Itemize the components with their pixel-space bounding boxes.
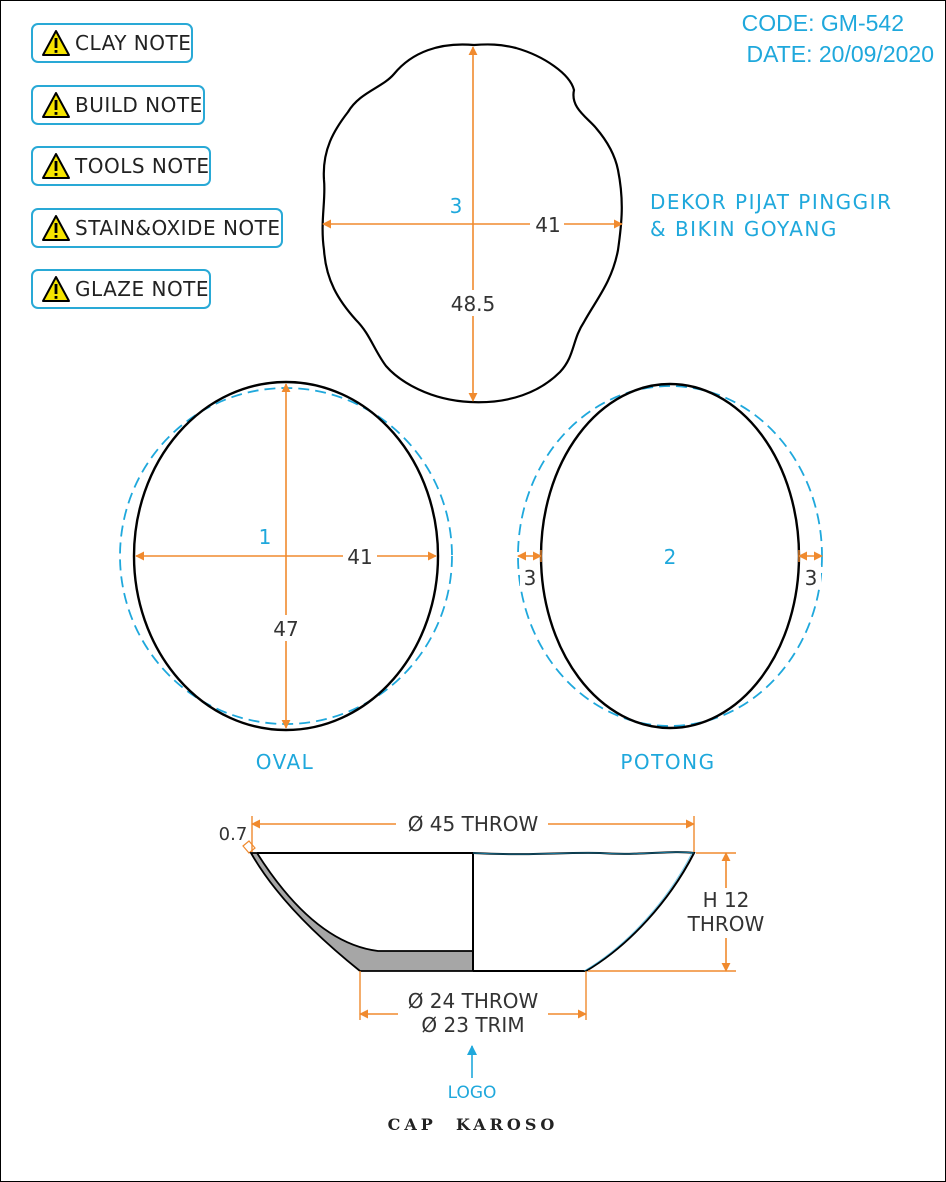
warning-icon [42, 30, 70, 56]
logo-label: LOGO [448, 1083, 497, 1103]
shape1-width-label: 41 [347, 545, 372, 569]
bowl-exterior-half [472, 851, 696, 972]
shape2-number: 2 [664, 545, 677, 569]
clay-note-button[interactable]: CLAY NOTE [31, 23, 194, 63]
shape1-number: 1 [259, 525, 272, 549]
shape1-caption: OVAL [256, 750, 315, 774]
shape1-length-label: 47 [273, 617, 298, 641]
shape1-outline [132, 380, 440, 732]
drawing-date: DATE: 20/09/2020 [746, 41, 934, 67]
warning-icon [42, 215, 70, 241]
height-label-line1: H 12 [703, 888, 750, 912]
base-throw-label: Ø 24 THROW [408, 989, 539, 1013]
clay-note-label: CLAY NOTE [75, 31, 192, 55]
glaze-note-label: GLAZE NOTE [75, 277, 210, 301]
shape3-length-label: 48.5 [451, 292, 496, 316]
warning-icon [42, 92, 70, 118]
stain-oxide-note-label: STAIN&OXIDE NOTE [75, 216, 281, 240]
decor-note-line1: DEKOR PIJAT PINGGIR [650, 190, 892, 214]
shape2-right-trim-label: 3 [805, 566, 818, 590]
tools-note-label: TOOLS NOTE [75, 154, 210, 178]
rim-thickness-label: 0.7 [219, 824, 248, 845]
shape2-caption: POTONG [620, 750, 715, 774]
height-label-line2: THROW [687, 912, 765, 936]
shape2-left-trim-label: 3 [524, 566, 537, 590]
shape3-number: 3 [450, 194, 463, 218]
bowl-wall-section [249, 852, 474, 972]
warning-icon [42, 276, 70, 302]
decor-note-line2: & BIKIN GOYANG [650, 217, 838, 241]
top-diameter-label: Ø 45 THROW [408, 812, 539, 836]
warning-icon [42, 153, 70, 179]
build-note-label: BUILD NOTE [75, 93, 203, 117]
build-note-button[interactable]: BUILD NOTE [31, 85, 205, 125]
shape3-width-label: 41 [535, 213, 560, 237]
tools-note-button[interactable]: TOOLS NOTE [31, 146, 212, 186]
glaze-note-button[interactable]: GLAZE NOTE [31, 269, 212, 309]
base-trim-label: Ø 23 TRIM [421, 1013, 524, 1037]
shape3-outline [321, 43, 623, 404]
product-code: CODE: GM-542 [741, 10, 904, 36]
stamp-text: CAP KAROSO [388, 1115, 559, 1134]
stain-oxide-note-button[interactable]: STAIN&OXIDE NOTE [31, 208, 283, 248]
